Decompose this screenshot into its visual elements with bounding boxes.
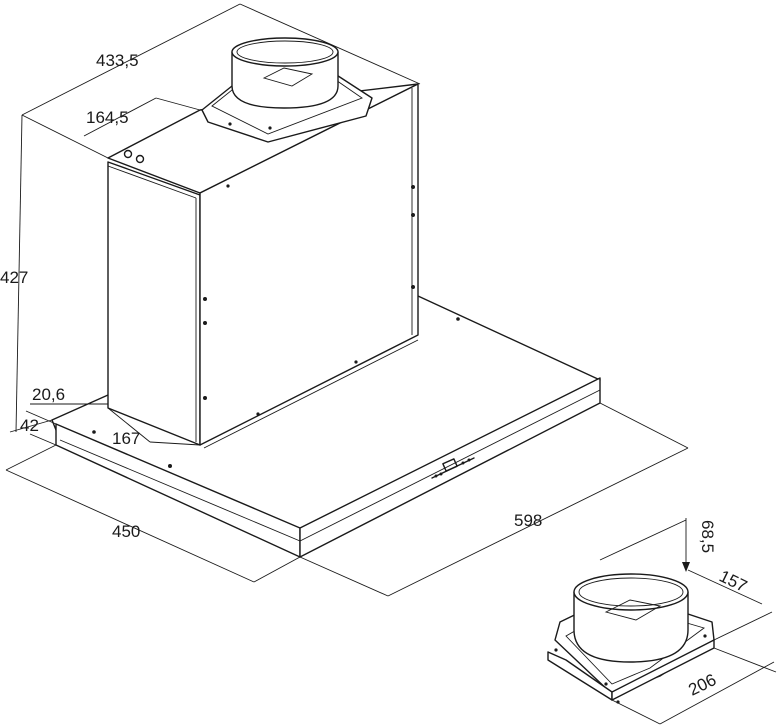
dim-label-chimney-depth: 167: [112, 429, 140, 448]
duct-flange-detail: [547, 573, 715, 704]
dim-label-height: 427: [0, 268, 28, 287]
dim-label-flange-depth: 157: [716, 567, 750, 597]
control-panel: [431, 457, 475, 479]
dim-label-front-offset: 42: [20, 416, 39, 435]
dim-label-top-depth: 433,5: [96, 51, 139, 70]
dim-label-flange-height: 68,5: [698, 520, 717, 553]
dim-label-chimney-offset: 164,5: [86, 108, 129, 127]
dim-label-width: 598: [514, 511, 542, 530]
top-duct-collar: [201, 37, 373, 143]
canopy: [51, 295, 601, 558]
dim-label-flange-width: 206: [685, 670, 719, 700]
chimney-front-face: [107, 161, 201, 446]
dimension-lines: [5, 3, 777, 725]
chimney: [107, 83, 419, 449]
dim-label-edge-thickness: 20,6: [32, 385, 65, 404]
dim-label-depth: 450: [112, 522, 140, 541]
